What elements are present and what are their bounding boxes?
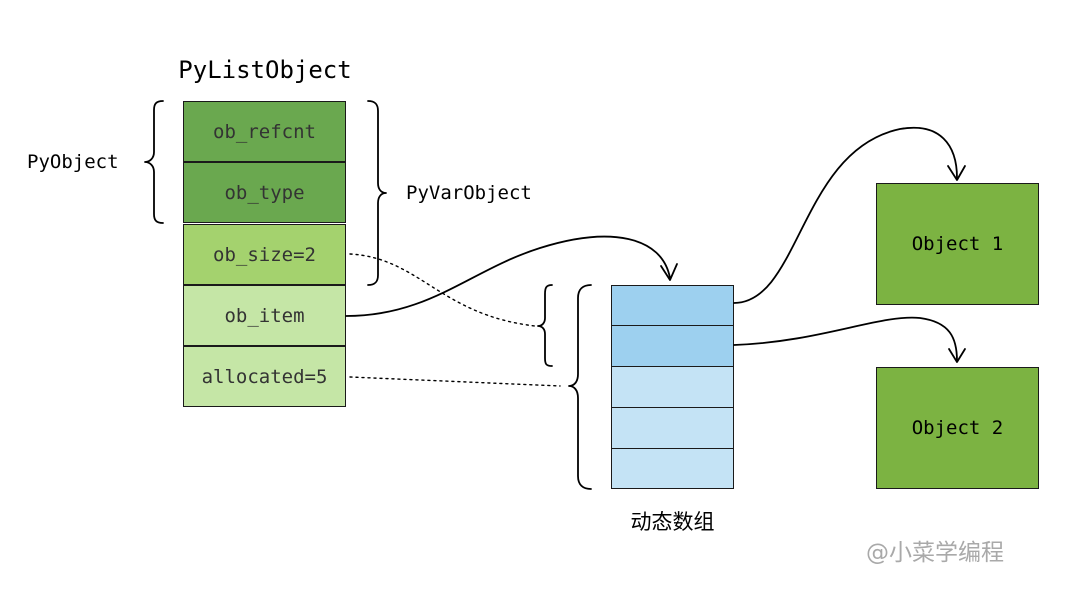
pylistobject-title: PyListObject	[178, 56, 352, 84]
pyobject-brace	[144, 100, 164, 224]
ob-item-pointer-arrow	[345, 235, 671, 317]
slot-0-pointer-arrow	[733, 126, 958, 304]
pyvarobject-brace	[367, 100, 387, 286]
array-slot-free	[611, 366, 734, 408]
pyvarobject-label: PyVarObject	[406, 182, 532, 204]
array-slot-used	[611, 285, 734, 326]
dynamic-array-caption: 动态数组	[630, 510, 715, 534]
used-slots-brace	[537, 284, 553, 367]
ob-size-dotted-link	[349, 253, 536, 327]
allocated-dotted-link	[349, 376, 561, 387]
pyobject-label: PyObject	[27, 151, 119, 173]
array-slot-free	[611, 448, 734, 489]
field-ob-size: ob_size=2	[183, 224, 346, 285]
allocated-slots-brace	[568, 284, 592, 490]
field-ob-type: ob_type	[183, 162, 346, 223]
watermark: @小菜学编程	[866, 540, 1004, 566]
array-slot-free	[611, 407, 734, 449]
field-ob-refcnt: ob_refcnt	[183, 101, 346, 162]
slot-1-pointer-arrow	[733, 316, 958, 362]
object-2-box: Object 2	[876, 367, 1039, 489]
field-allocated: allocated=5	[183, 346, 346, 407]
object-1-box: Object 1	[876, 183, 1039, 305]
